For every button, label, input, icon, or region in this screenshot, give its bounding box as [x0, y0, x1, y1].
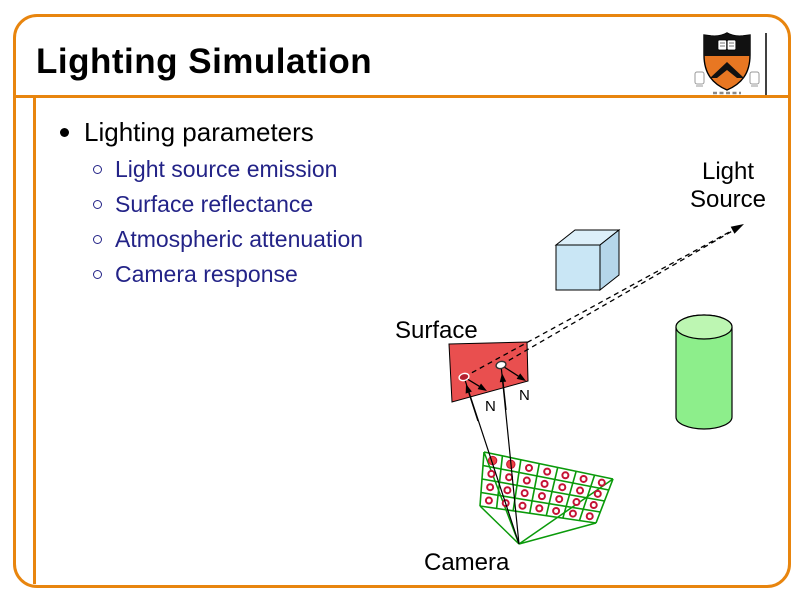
pixel-dot-ring: [589, 501, 598, 510]
dashed-light-rays: [463, 224, 744, 378]
pixel-dot-ring: [593, 489, 602, 498]
surface-normal-arrows: [463, 364, 526, 422]
camera-grid-dots: [484, 455, 606, 521]
pixel-dot-ring: [522, 476, 531, 485]
sub-bullet-label: Surface reflectance: [115, 191, 314, 217]
pixel-dot-ring: [572, 498, 581, 507]
surface-arrowhead: [465, 384, 472, 394]
pixel-dot-ring: [524, 463, 533, 472]
shield-ornament-left: [694, 71, 705, 87]
sub-bullet-item: Light source emission: [0, 152, 440, 187]
normal-label: N: [519, 387, 530, 404]
bullet-dot-icon: [60, 127, 69, 137]
surface-arrowhead: [516, 373, 526, 381]
sub-bullet-item: Camera response: [0, 257, 440, 292]
grid-row-line: [481, 478, 605, 502]
bullet-list: Lighting parameters Light source emissio…: [0, 112, 440, 292]
sub-bullet-label: Camera response: [115, 261, 298, 287]
light-ray-arrowhead: [730, 224, 744, 234]
cylinder: [675, 314, 733, 430]
surface-arrow: [468, 392, 479, 422]
pixel-dot-ring: [555, 495, 564, 504]
grid-row-line: [483, 451, 614, 480]
pixel-dot-ring: [576, 486, 585, 495]
pixel-dot-ring: [597, 478, 606, 487]
princeton-shield-logo: [694, 32, 760, 95]
light-source-label-line1: Light: [702, 158, 754, 185]
cube-front-face: [555, 244, 601, 291]
dashed-light-ray: [463, 229, 733, 378]
pixel-dot-ring: [579, 474, 588, 483]
surface-quad: [448, 341, 529, 403]
cylinder-top: [675, 314, 733, 340]
pixel-dot-ring: [505, 473, 514, 482]
sub-bullet-item: Surface reflectance: [0, 187, 440, 222]
shield-chevron: [710, 62, 744, 78]
pixel-dot-ring: [518, 501, 527, 510]
shield-book-icon: [717, 39, 737, 51]
sub-bullet-item: Atmospheric attenuation: [0, 222, 440, 257]
camera-label: Camera: [424, 549, 510, 576]
light-source-label-line2: Source: [690, 186, 766, 213]
camera-frustum: [479, 451, 614, 545]
sub-bullet-label: Atmospheric attenuation: [115, 226, 364, 252]
pixel-dot-ring: [486, 483, 495, 492]
surface-label: Surface: [395, 317, 478, 344]
open-circle-bullet-icon: [93, 200, 102, 209]
sub-bullet-label: Light source emission: [115, 156, 338, 182]
grid-row-line: [482, 464, 609, 491]
pixel-dot-ring: [484, 496, 493, 505]
pixel-dot-ring: [537, 492, 546, 501]
bullet-main-label: Lighting parameters: [84, 116, 314, 147]
surface-sample-point: [495, 360, 507, 370]
grid-row-line: [479, 505, 597, 524]
shield-ornament-right: [749, 71, 760, 87]
frustum-line: [518, 522, 597, 545]
page-title: Lighting Simulation: [36, 42, 373, 81]
frustum-line: [479, 505, 520, 545]
pixel-dot-ring: [585, 512, 594, 521]
pixel-dot-ring: [487, 469, 496, 478]
bullet-item-main: Lighting parameters: [0, 112, 440, 152]
pixel-dot-ring: [540, 479, 549, 488]
title-separator-line: [13, 95, 789, 98]
surface-arrowhead: [499, 373, 507, 383]
pixel-dot-ring: [568, 509, 577, 518]
normal-label: N: [485, 398, 496, 415]
pixel-dot-ring: [535, 504, 544, 513]
cube: [554, 228, 621, 292]
surface-sample-point: [458, 372, 470, 382]
pixel-dot-ring: [503, 486, 512, 495]
frustum-line: [483, 451, 520, 545]
surface-sample-points: [458, 360, 507, 382]
slide-frame: [13, 14, 791, 588]
surface-arrowhead: [477, 383, 487, 391]
pixel-dot-ring: [520, 489, 529, 498]
open-circle-bullet-icon: [93, 235, 102, 244]
open-circle-bullet-icon: [93, 165, 102, 174]
pixel-dot-ring: [543, 467, 552, 476]
surface-arrow: [502, 381, 507, 411]
open-circle-bullet-icon: [93, 270, 102, 279]
pixel-dot-ring: [561, 471, 570, 480]
pixel-dot-ring: [558, 483, 567, 492]
frustum-line: [518, 478, 614, 545]
content-margin-line: [33, 97, 36, 584]
pixel-dot-ring: [552, 506, 561, 515]
